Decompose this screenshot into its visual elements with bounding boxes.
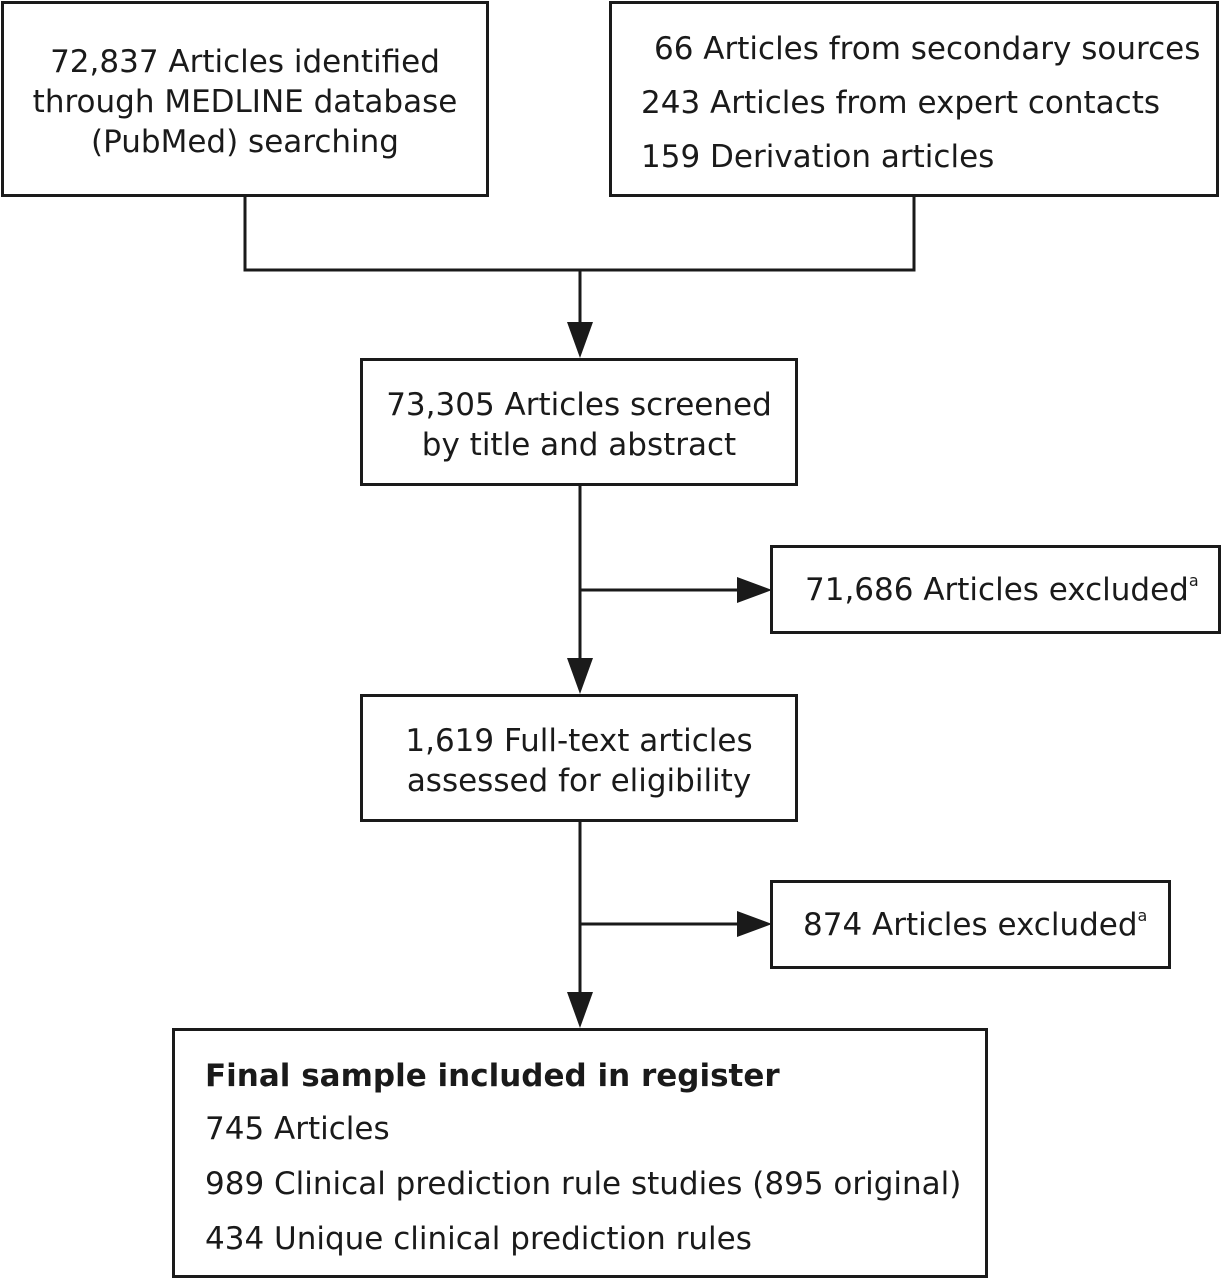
final-sample-line-1: 745 Articles [205,1111,390,1147]
excluded-2-footnote-mark: a [1137,906,1148,925]
excluded-2-text: 874 Articles excluded [803,907,1138,943]
medline-line-1: 72,837 Articles identified [50,44,440,80]
medline-line-3: (PubMed) searching [91,124,399,160]
final-sample-line-3: 434 Unique clinical prediction rules [205,1221,752,1257]
other-sources-box: 66 Articles from secondary sources 243 A… [609,1,1219,197]
excluded-1-footnote-mark: a [1188,571,1199,590]
excluded-1-label: 71,686 Articles excludeda [805,570,1199,610]
screened-line-2: by title and abstract [421,427,737,463]
screened-box: 73,305 Articles screened by title and ab… [360,358,798,486]
final-sample-title: Final sample included in register [205,1058,780,1094]
excluded-box-1: 71,686 Articles excludeda [770,545,1221,634]
excluded-1-text: 71,686 Articles excluded [805,572,1189,608]
excluded-box-2: 874 Articles excludeda [770,880,1171,969]
final-sample-line-2: 989 Clinical prediction rule studies (89… [205,1166,962,1202]
final-sample-box: Final sample included in register 745 Ar… [172,1028,988,1278]
merge-connector [243,196,916,272]
other-sources-line-3: 159 Derivation articles [641,139,995,175]
screened-line-1: 73,305 Articles screened [386,387,772,423]
medline-line-2: through MEDLINE database [32,84,458,120]
arrowhead-excluded-2 [737,911,772,937]
other-sources-line-2: 243 Articles from expert contacts [641,85,1161,121]
arrowhead-assessed [567,658,593,694]
arrowhead-final [567,992,593,1028]
other-sources-line-1: 66 Articles from secondary sources [654,31,1201,67]
assessed-box: 1,619 Full-text articles assessed for el… [360,694,798,822]
assessed-line-2: assessed for eligibility [406,763,752,799]
arrowhead-excluded-1 [737,577,772,603]
excluded-2-label: 874 Articles excludeda [803,905,1147,945]
medline-box: 72,837 Articles identified through MEDLI… [1,1,489,197]
arrowhead-screened [567,322,593,358]
assessed-line-1: 1,619 Full-text articles [405,723,753,759]
